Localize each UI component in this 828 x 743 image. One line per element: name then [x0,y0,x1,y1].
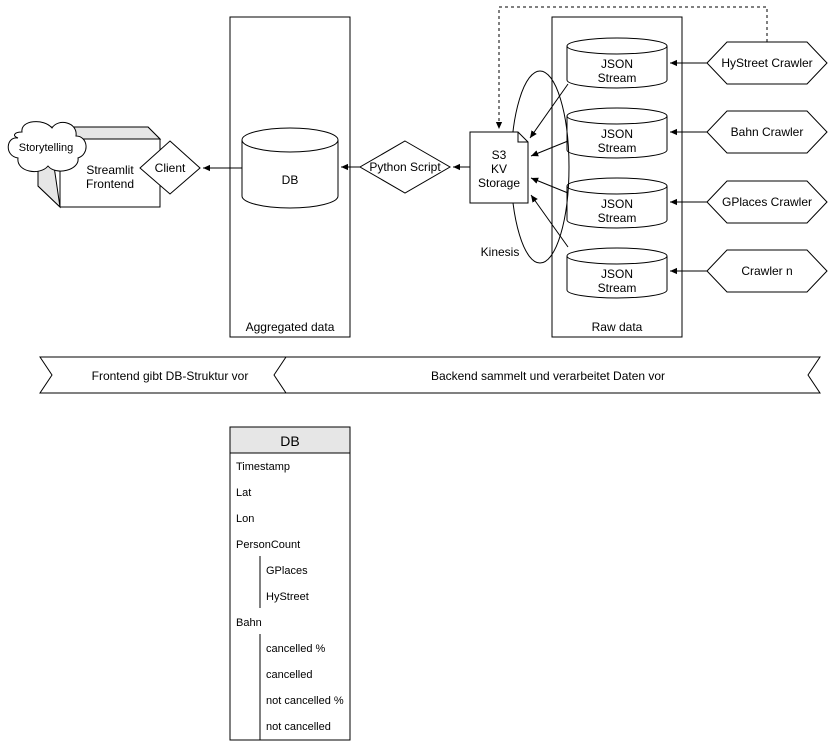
dashed-arrow-hystreet-to-s3 [495,6,768,129]
aggregated-data-caption: Aggregated data [246,320,335,334]
crawler-hystreet-label: HyStreet Crawler [721,56,812,70]
banner-backend-label: Backend sammelt und verarbeitet Daten vo… [431,369,665,383]
json-stream-1-line2: Stream [598,71,637,85]
crawler-bahn: Bahn Crawler [706,110,828,154]
python-script-label: Python Script [369,160,441,174]
crawler-hystreet: HyStreet Crawler [706,41,828,85]
schema-field-not-cancelled: not cancelled [266,721,331,733]
json-stream-2-line1: JSON [601,127,633,141]
client-label: Client [155,161,186,175]
arrow-stream2-to-s3 [530,140,569,157]
arrow-stream1-to-s3 [529,83,569,139]
arrow-stream3-to-s3 [530,177,569,194]
crawler-gplaces: GPlaces Crawler [706,180,828,224]
storytelling-label: Storytelling [19,142,73,154]
aggregated-db-cylinder: DB [241,127,339,209]
banner-frontend: Frontend gibt DB-Struktur vor [39,356,299,394]
streamlit-label-line2: Frontend [86,177,134,191]
schema-field-cancelled-pct: cancelled % [266,643,326,655]
crawler-n: Crawler n [706,249,828,293]
storytelling-cloud: Storytelling [7,121,87,173]
schema-field-lat: Lat [236,487,251,499]
db-schema-table: DB Timestamp Lat Lon PersonCount GPlaces… [229,426,351,741]
schema-field-cancelled: cancelled [266,669,312,681]
kinesis-label: Kinesis [481,245,520,259]
s3-kv-storage: S3 KV Storage [469,131,529,204]
schema-field-timestamp: Timestamp [236,461,290,473]
s3-label-line1: S3 [492,148,507,162]
schema-field-bahn: Bahn [236,617,262,629]
s3-label-line3: Storage [478,176,520,190]
crawler-n-label: Crawler n [741,264,792,278]
schema-field-personcount: PersonCount [236,539,300,551]
s3-label-line2: KV [491,162,507,176]
json-stream-4-line2: Stream [598,281,637,295]
schema-field-not-cancelled-pct: not cancelled % [266,695,344,707]
schema-field-lon: Lon [236,513,254,525]
db-schema-title: DB [280,433,299,449]
raw-data-caption: Raw data [592,320,643,334]
json-stream-3-line1: JSON [601,197,633,211]
json-stream-1: JSON Stream [566,37,668,89]
crawler-gplaces-label: GPlaces Crawler [722,195,812,209]
schema-field-hystreet: HyStreet [266,591,309,603]
banner-frontend-label: Frontend gibt DB-Struktur vor [92,369,249,383]
banner-backend: Backend sammelt und verarbeitet Daten vo… [273,356,821,394]
schema-field-gplaces: GPlaces [266,565,308,577]
python-script-node: Python Script [359,140,451,194]
json-stream-3-line2: Stream [598,211,637,225]
json-stream-3: JSON Stream [566,177,668,229]
json-stream-2: JSON Stream [566,107,668,159]
aggregated-db-label: DB [282,173,299,187]
json-stream-1-line1: JSON [601,57,633,71]
json-stream-4-line1: JSON [601,267,633,281]
json-stream-4: JSON Stream [566,247,668,299]
crawler-bahn-label: Bahn Crawler [731,125,804,139]
streamlit-label-line1: Streamlit [86,163,134,177]
arrow-stream4-to-s3 [530,194,569,248]
client-node: Client [139,140,201,195]
json-stream-2-line2: Stream [598,141,637,155]
